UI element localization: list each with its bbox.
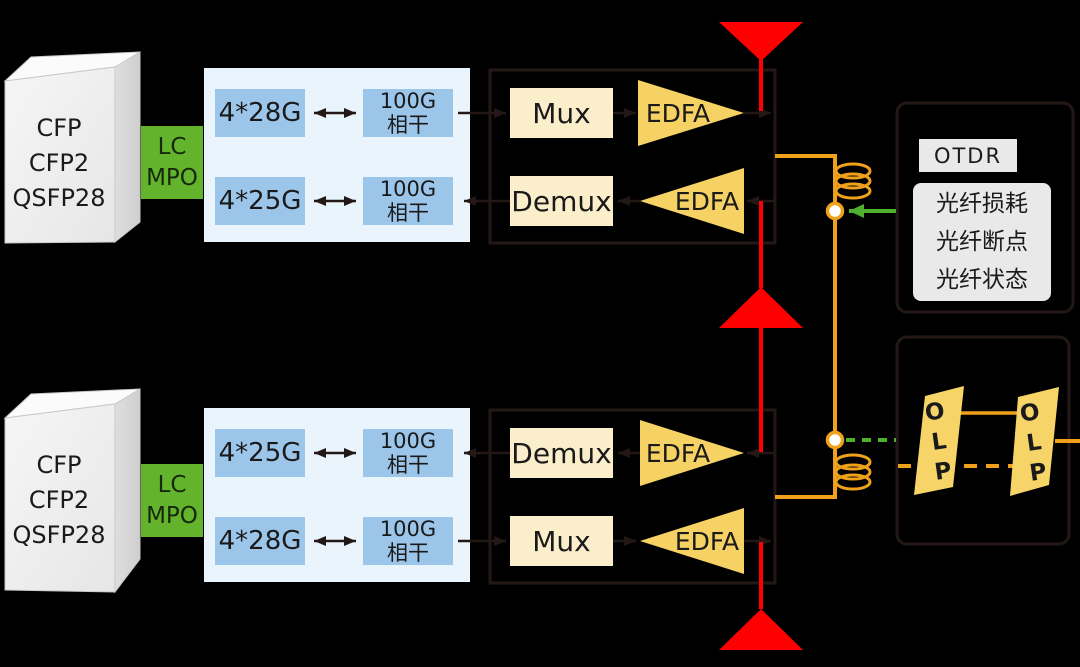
edfa-triangle-top-rx [640,168,744,234]
connector-line: LC [157,471,187,498]
coherent-line: 100G [379,429,437,453]
demux-bottom: Demux [510,428,613,478]
port-triangle-top [719,22,803,61]
coherent-module-top-row2: 100G 相干 [363,177,453,225]
coherent-module-bottom-row2: 100G 相干 [363,517,453,565]
connector-bottom: LC MPO [141,464,203,537]
mux-top: Mux [510,88,613,138]
otdr-item-fiber-break: 光纤断点 [936,229,1028,255]
connector-top: LC MPO [141,126,203,199]
fiber-coil-bottom [834,453,872,491]
olp-switch-right [1010,387,1059,496]
module-line: CFP [36,450,82,479]
otdr-title: OTDR [919,139,1017,172]
coherent-line: 100G [379,89,437,113]
coherent-module-top-row1: 100G 相干 [363,89,453,137]
edfa-triangle-bottom-rx [640,420,744,486]
port-triangle-bottom [719,609,803,650]
client-rate-top-row1: 4*28G [215,89,305,137]
transceiver-module-top-label: CFP CFP2 QSFP28 [4,100,114,226]
edfa-triangle-bottom-tx [640,508,744,574]
demux-top: Demux [510,176,613,226]
client-rate-top-row2: 4*25G [215,177,305,225]
edfa-label-top-rx: EDFA [674,186,740,216]
edfa-label-bottom-tx: EDFA [674,526,740,556]
module-line: QSFP28 [12,183,106,212]
otdr-item-fiber-loss: 光纤损耗 [936,191,1028,217]
connector-line: MPO [146,502,198,529]
transceiver-cube-bottom [3,388,141,594]
client-rate-bottom-row2: 4*28G [215,517,305,565]
otdr-box-outline [895,101,1075,314]
transceiver-cube-top [3,51,141,244]
olp-char: P [933,457,954,486]
client-rate-bottom-row1: 4*25G [215,429,305,477]
fiber-line-path [775,154,837,499]
edfa-label-bottom-rx: EDFA [645,438,711,468]
coherent-line: 100G [379,517,437,541]
olp-char: L [929,428,949,456]
edfa-label-top-tx: EDFA [645,98,711,128]
tap-node-otdr [825,201,845,221]
module-line: CFP [36,113,82,142]
coherent-line: 相干 [387,201,429,225]
edfa-triangles [638,80,744,574]
otdr-info-box: 光纤损耗 光纤断点 光纤状态 [913,183,1051,301]
edfa-triangle-top-tx [638,80,744,146]
coherent-line: 相干 [387,453,429,477]
module-line: QSFP28 [12,520,106,549]
olp-char: O [1018,399,1042,428]
module-line: CFP2 [28,485,90,514]
fiber-coil-top [834,162,872,200]
olp-switch-left [914,386,964,495]
olp-char: L [1024,429,1044,457]
module-line: CFP2 [28,148,90,177]
tap-node-olp [825,430,845,450]
coherent-module-bottom-row1: 100G 相干 [363,429,453,477]
mux-bottom: Mux [510,516,613,566]
connector-line: LC [157,133,187,160]
coherent-line: 相干 [387,113,429,137]
fiber-port-markers [719,22,803,650]
olp-char: P [1028,458,1049,487]
fiber-line [775,154,872,499]
port-triangle-middle [719,287,803,328]
coherent-line: 100G [379,177,437,201]
olp-char: O [923,398,947,427]
connector-line: MPO [146,164,198,191]
otdr-item-fiber-status: 光纤状态 [936,267,1028,293]
coherent-line: 相干 [387,541,429,565]
transceiver-module-bottom-label: CFP CFP2 QSFP28 [4,437,114,563]
